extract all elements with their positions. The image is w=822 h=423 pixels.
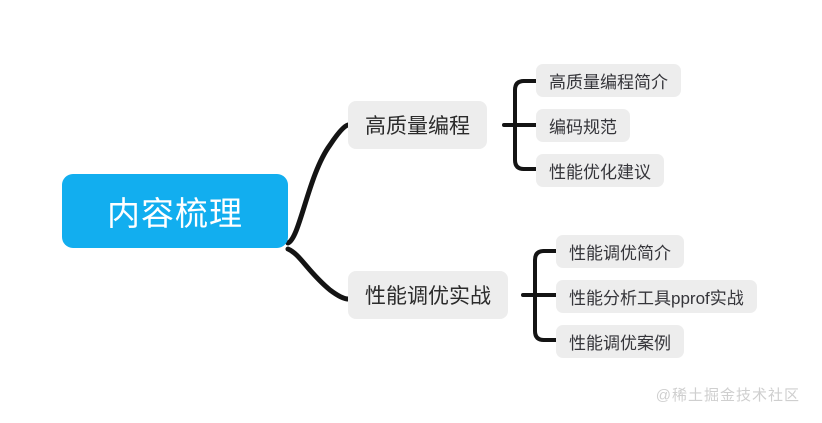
leaf-node-2-2-label: 性能分析工具pprof实战 [569,289,744,308]
leaf-node-1-2[interactable]: 编码规范 [536,109,630,142]
leaf-node-1-1[interactable]: 高质量编程简介 [536,64,681,97]
branch-node-1-label: 高质量编程 [365,115,470,138]
root-node[interactable]: 内容梳理 [62,174,288,248]
leaf-node-1-3[interactable]: 性能优化建议 [536,154,664,187]
leaf-node-2-3-label: 性能调优案例 [569,334,671,353]
leaf-node-2-1-label: 性能调优简介 [569,244,671,263]
edge-root-to-branch-1 [285,122,351,246]
branch-node-2[interactable]: 性能调优实战 [348,271,508,319]
leaf-node-1-3-label: 性能优化建议 [549,163,651,182]
leaf-node-2-1[interactable]: 性能调优简介 [556,235,684,268]
branch-node-2-label: 性能调优实战 [365,285,491,308]
branch-node-1[interactable]: 高质量编程 [348,101,487,149]
leaf-node-2-3[interactable]: 性能调优案例 [556,325,684,358]
leaf-node-2-2[interactable]: 性能分析工具pprof实战 [556,280,757,313]
leaf-node-1-1-label: 高质量编程简介 [549,73,668,92]
leaf-node-1-2-label: 编码规范 [549,118,617,137]
edge-root-to-branch-2 [285,246,351,302]
edge-branch-2-bracket [533,249,546,342]
edge-branch-1-bracket [513,79,526,171]
watermark: @稀土掘金技术社区 [655,387,800,404]
root-node-label: 内容梳理 [107,195,243,232]
